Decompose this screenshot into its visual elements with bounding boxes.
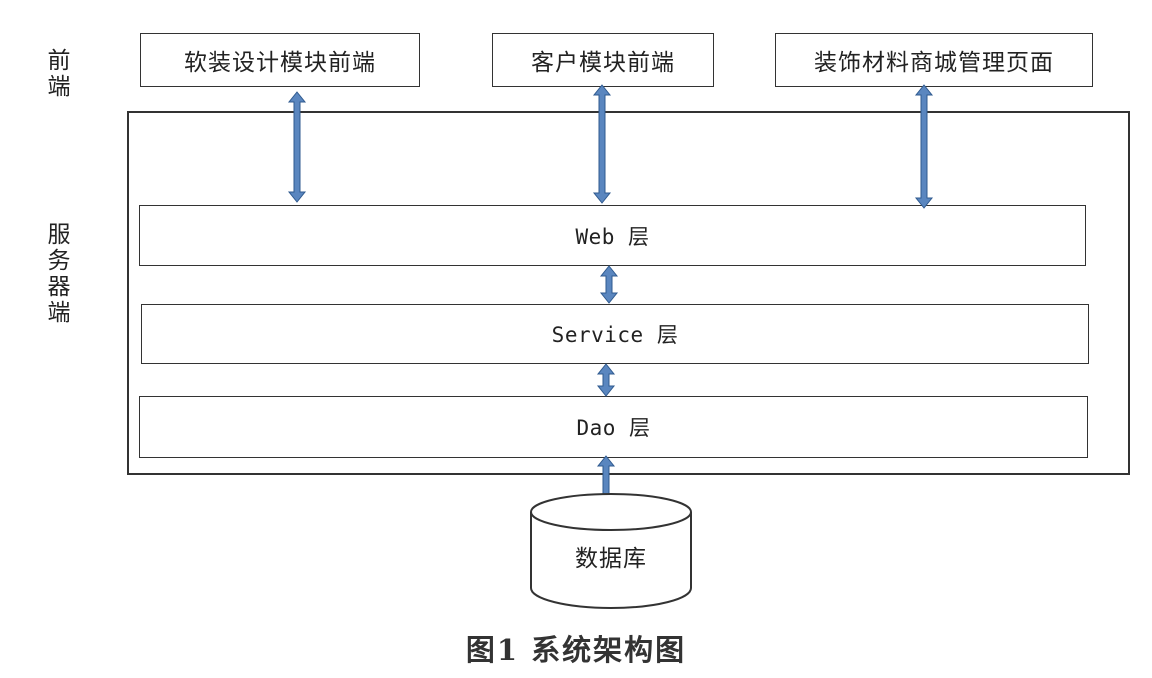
materials-mall-admin-label: 装饰材料商城管理页面: [814, 50, 1054, 76]
service-layer-label: Service 层: [551, 323, 679, 347]
customer-frontend-box: 客户模块前端: [492, 33, 714, 87]
server-side-label: 服务器端: [47, 222, 71, 326]
dao-layer-box: Dao 层: [139, 396, 1088, 458]
database-label: 数据库: [575, 546, 647, 572]
soft-design-frontend-box: 软装设计模块前端: [140, 33, 420, 87]
arrow-service-to-dao: [596, 363, 616, 397]
frontend-side-label: 前端: [47, 48, 71, 100]
arrow-customer-to-web: [592, 84, 612, 204]
dao-layer-label: Dao 层: [576, 416, 651, 440]
server-frame: [127, 111, 1130, 475]
customer-frontend-label: 客户模块前端: [531, 50, 675, 76]
web-layer-label: Web 层: [575, 224, 650, 249]
arrow-web-to-service: [599, 265, 619, 304]
arrow-soft-design-to-web: [287, 91, 307, 203]
soft-design-frontend-label: 软装设计模块前端: [184, 50, 376, 76]
figure-caption: 图1 系统架构图: [465, 633, 687, 667]
database-cylinder: [530, 493, 692, 609]
web-layer-box: Web 层: [139, 205, 1086, 266]
arrow-mall-to-web: [914, 84, 934, 209]
materials-mall-admin-box: 装饰材料商城管理页面: [775, 33, 1093, 87]
service-layer-box: Service 层: [141, 304, 1089, 364]
